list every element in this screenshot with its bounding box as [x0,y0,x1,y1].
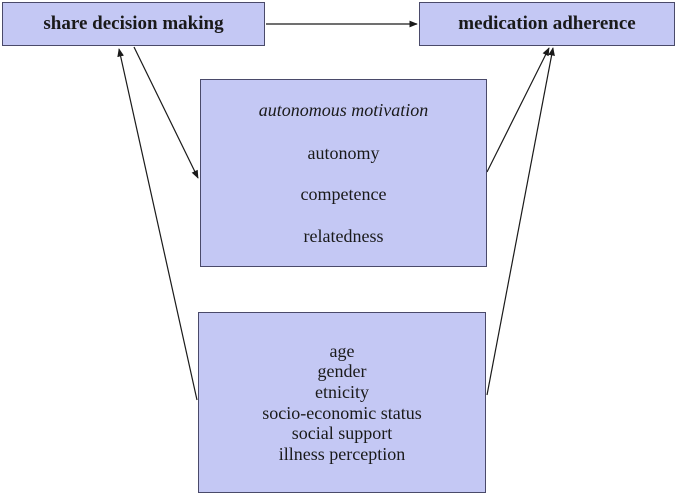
shared-decision-making-box: share decision making [2,2,265,46]
shared-decision-making-label: share decision making [43,13,224,34]
factor-item-illness-perception: illness perception [278,443,406,464]
factor-item-age: age [329,340,355,361]
factor-item-social-support: social support [291,423,393,444]
factor-item-socio-economic-status: socio-economic status [262,402,422,423]
motivation-item-autonomy: autonomy [307,143,380,163]
medication-adherence-label: medication adherence [458,13,636,34]
motivation-item-competence: competence [300,184,387,204]
arrow-factors-to-sdm [117,48,198,401]
arrow-motivation-to-adherence [486,47,550,173]
arrow-sdm-to-motivation [133,46,199,179]
background-factors-box: age gender etnicity socio-economic statu… [198,312,486,493]
factor-item-gender: gender [317,361,367,382]
motivation-item-relatedness: relatedness [303,226,384,246]
autonomous-motivation-box: autonomous motivation autonomy competenc… [200,79,487,267]
arrow-factors-to-adherence [486,47,555,396]
medication-adherence-box: medication adherence [419,2,675,46]
autonomous-motivation-title: autonomous motivation [258,100,429,120]
factor-item-ethnicity: etnicity [315,381,369,402]
